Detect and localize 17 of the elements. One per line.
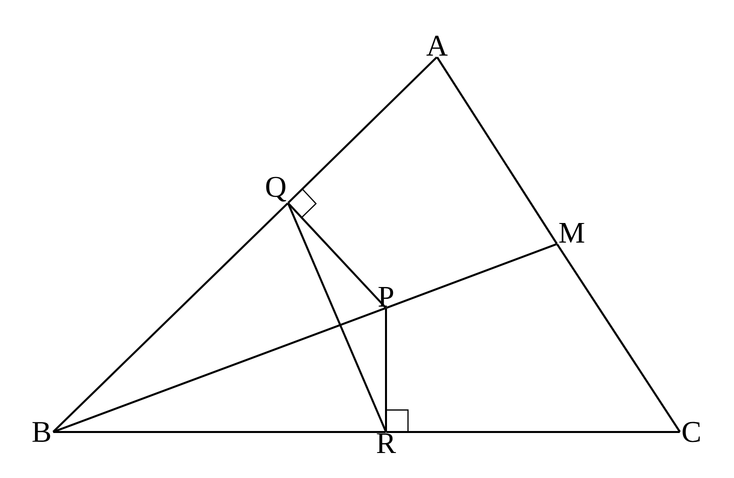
point: B — [32, 422, 50, 442]
line-segment — [556, 244, 681, 432]
line-segment — [386, 431, 680, 433]
line-segment — [53, 431, 386, 433]
point: Q — [266, 176, 286, 202]
line-segment — [287, 202, 387, 432]
line-segment — [287, 202, 387, 308]
line-segment — [52, 307, 386, 433]
point: C — [682, 422, 700, 442]
point: M — [559, 222, 584, 243]
point: R — [376, 433, 396, 454]
line-segment — [436, 56, 558, 244]
line-segment — [385, 308, 387, 432]
line-segment — [386, 243, 558, 309]
line-segment — [52, 202, 288, 433]
point: A — [426, 36, 448, 56]
line-segment — [288, 56, 438, 204]
